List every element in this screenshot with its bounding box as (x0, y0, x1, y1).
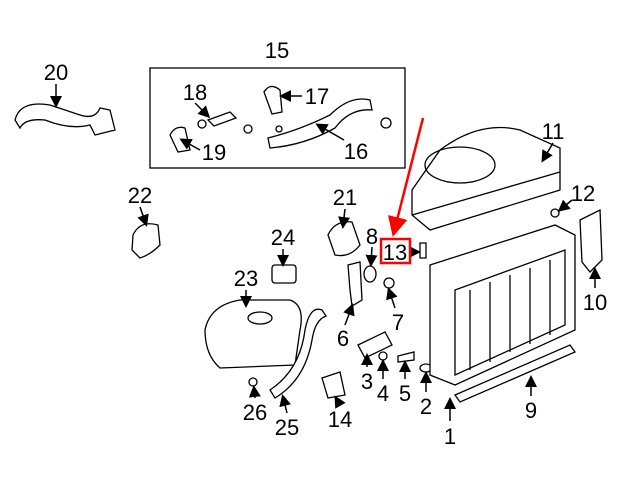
part-26-clip[interactable] (248, 377, 258, 387)
part-13-bolt[interactable] (419, 242, 427, 259)
part-7-bolt[interactable] (383, 277, 395, 289)
callout-2: 2 (420, 394, 432, 419)
kit-box-15 (149, 67, 406, 169)
part-22-hose[interactable] (131, 223, 161, 259)
callout-9: 9 (525, 398, 537, 423)
callout-7: 7 (392, 310, 404, 335)
part-17-hose[interactable] (263, 85, 283, 115)
callout-20: 20 (44, 60, 68, 85)
leader-lines (50, 84, 601, 421)
callout-13: 13 (383, 240, 407, 265)
part-9-seal[interactable] (454, 344, 576, 403)
callout-1: 1 (444, 424, 456, 449)
part-16-clamp (380, 117, 392, 129)
callout-15: 15 (265, 38, 289, 63)
part-6-bracket[interactable] (347, 261, 363, 308)
highlight-arrow (388, 117, 425, 237)
callout-17: 17 (305, 84, 329, 109)
callout-24: 24 (271, 225, 295, 250)
part-20-hose[interactable] (14, 103, 116, 136)
part-21-housing[interactable] (327, 221, 361, 257)
highlight-box (379, 237, 412, 265)
callout-3: 3 (361, 369, 373, 394)
callout-19: 19 (202, 140, 226, 165)
part-4-nut[interactable] (378, 351, 388, 361)
part-8-seal[interactable] (363, 265, 377, 283)
part-24-cap[interactable] (271, 264, 297, 284)
part-5-bolt[interactable] (397, 351, 415, 363)
part-10-bracket[interactable] (579, 208, 603, 273)
part-11-fan-shroud[interactable] (411, 126, 561, 231)
callout-23: 23 (234, 266, 258, 291)
callout-4: 4 (377, 381, 389, 406)
callout-21: 21 (333, 185, 357, 210)
part-14-bracket[interactable] (321, 371, 346, 399)
part-18-ring (197, 119, 207, 129)
callout-10: 10 (583, 290, 607, 315)
part-19-hose[interactable] (169, 126, 191, 153)
callout-6: 6 (337, 326, 349, 351)
callout-16: 16 (344, 139, 368, 164)
callout-labels: 20 15 18 17 19 16 11 22 21 12 24 8 13 10… (44, 38, 607, 449)
callout-8: 8 (366, 224, 378, 249)
callout-26: 26 (243, 400, 267, 425)
callout-5: 5 (399, 381, 411, 406)
part-18-connector[interactable] (206, 111, 238, 127)
callout-11: 11 (542, 119, 565, 144)
callout-18: 18 (183, 80, 207, 105)
part-25-hose[interactable] (269, 308, 327, 399)
part-12-clip[interactable] (550, 208, 560, 218)
part-23-reservoir[interactable] (204, 299, 302, 369)
callout-22: 22 (128, 183, 152, 208)
callout-12: 12 (571, 181, 595, 206)
callout-14: 14 (328, 407, 352, 432)
callout-25: 25 (275, 415, 299, 440)
